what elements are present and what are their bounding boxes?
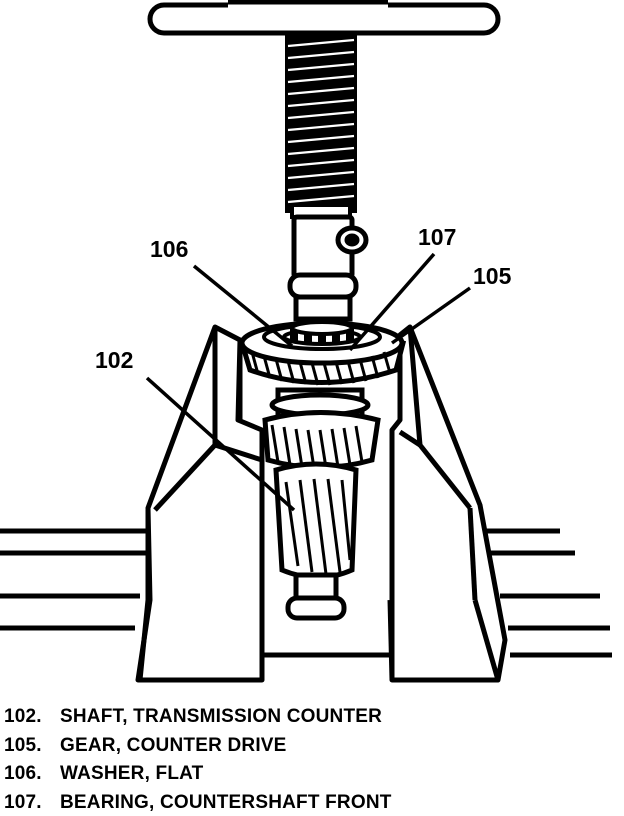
legend-text: SHAFT, TRANSMISSION COUNTER [60,706,383,727]
legend-item: 105. GEAR, COUNTER DRIVE [4,732,620,761]
cluster-gear [262,410,381,470]
legend-number: 105. [4,734,42,756]
base-rails [0,528,612,658]
threaded-screw [285,33,357,219]
legend-number: 102. [4,706,42,727]
legend-text: WASHER, FLAT [60,763,204,784]
legend-number: 106. [4,763,42,784]
press-ram [287,214,369,322]
legend-item: 102. SHAFT, TRANSMISSION COUNTER [4,703,620,732]
flat-washer [290,320,354,336]
transmission-counter-shaft [273,461,359,621]
callout-106: 106 [150,236,188,262]
callout-102: 102 [95,347,133,373]
legend-text: GEAR, COUNTER DRIVE [60,734,287,756]
left-support-block [135,324,265,683]
callout-107: 107 [418,224,456,250]
parts-legend: 102. SHAFT, TRANSMISSION COUNTER 105. GEAR… [4,703,620,816]
gear-hub [269,387,371,419]
right-support-block [387,324,508,683]
callout-leaders [145,252,472,512]
press-fixture-illustration: 106 107 105 102 [0,0,612,683]
press-handle [147,0,501,36]
legend-number: 107. [4,791,42,813]
callout-105: 105 [473,263,512,289]
legend-item: 107. BEARING, COUNTERSHAFT FRONT [4,789,620,816]
legend-item: 106. WASHER, FLAT [4,760,620,789]
legend-text: BEARING, COUNTERSHAFT FRONT [60,791,392,813]
